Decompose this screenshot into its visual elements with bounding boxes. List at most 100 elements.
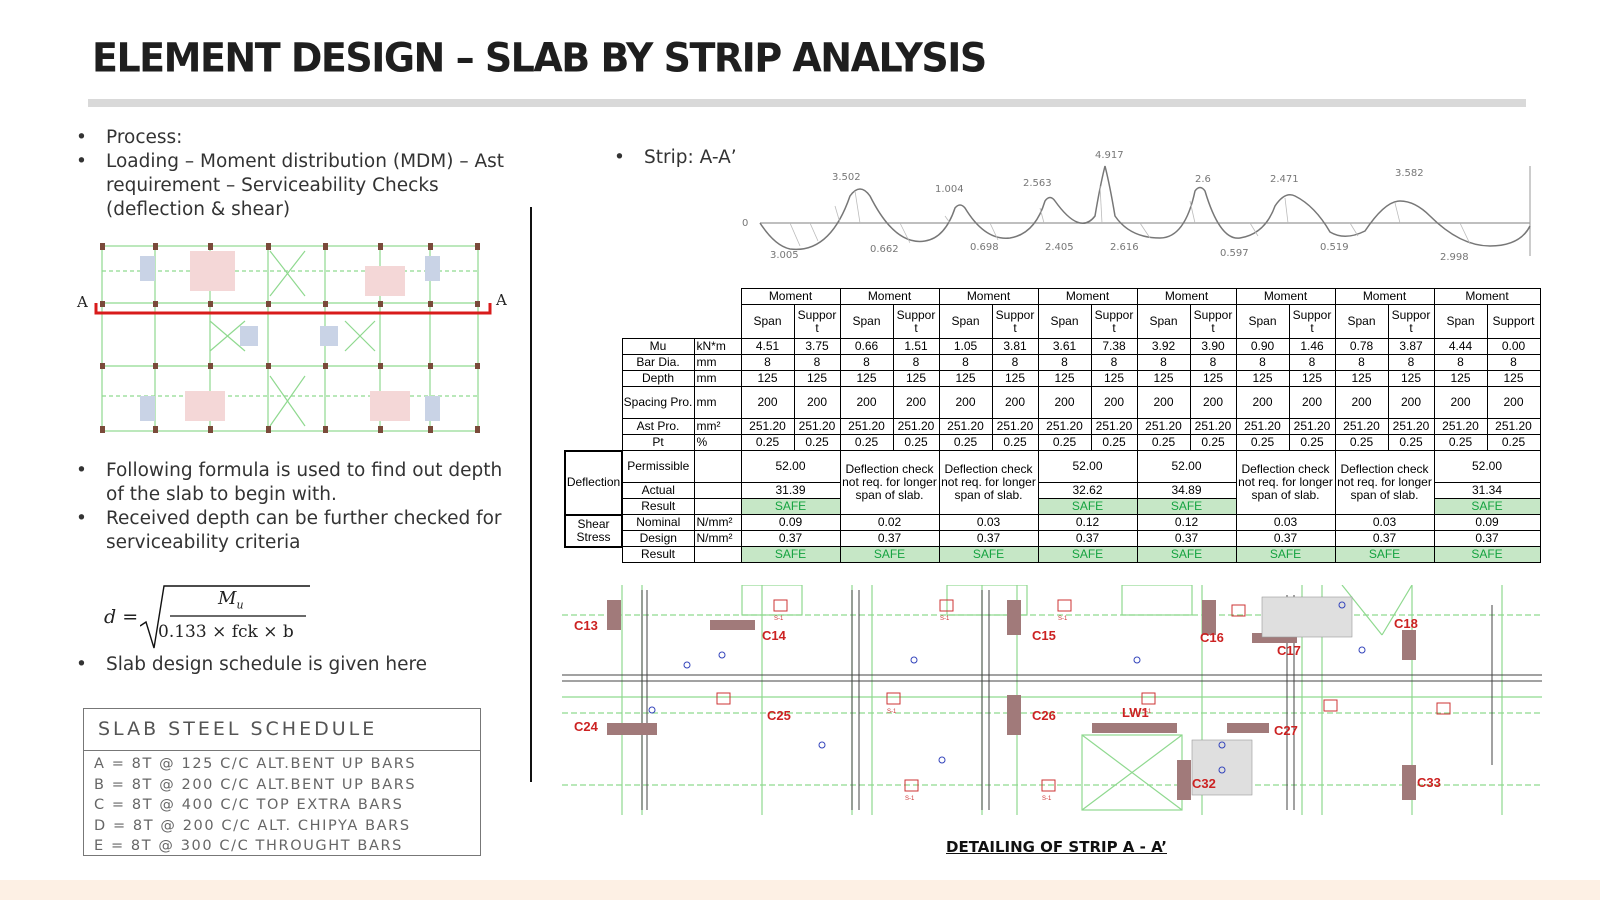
table-cell: 200: [938, 386, 993, 419]
moment-label: 0.662: [870, 244, 899, 255]
moment-group-header: Moment: [938, 288, 1039, 305]
table-cell: 125: [740, 370, 795, 387]
table-cell: 200: [1189, 386, 1237, 419]
formula-numerator: Mu: [218, 588, 244, 612]
table-cell: SAFE: [1433, 498, 1541, 515]
table-cell: 52.00: [1037, 450, 1138, 483]
row-label: Depth: [621, 370, 695, 387]
row-label: Nominal: [621, 514, 695, 531]
table-cell: 251.20: [892, 418, 940, 435]
span-header: Span: [839, 304, 894, 339]
column-label: C26: [1032, 708, 1056, 723]
table-cell: 0.25: [793, 434, 841, 451]
column-label: C32: [1192, 776, 1216, 791]
moment-diagram-image: 3.502 1.004 2.563 4.917 2.6 2.471 3.582 …: [742, 150, 1531, 263]
table-cell: 0.09: [740, 514, 841, 531]
column-label: C15: [1032, 628, 1056, 643]
table-cell: 125: [793, 370, 841, 387]
support-header: Suppor t: [991, 304, 1039, 339]
moment-label: 3.005: [770, 250, 799, 261]
table-cell: 3.75: [793, 338, 841, 355]
table-cell: 0.02: [839, 514, 940, 531]
table-cell: 251.20: [1136, 418, 1191, 435]
table-cell: 0.37: [1037, 530, 1138, 547]
process-bullets: Process: Loading – Moment distribution (…: [76, 126, 506, 222]
column-label: C25: [767, 708, 791, 723]
support-header: Suppor t: [1090, 304, 1138, 339]
table-cell: 251.20: [839, 418, 894, 435]
moment-label: 2.616: [1110, 242, 1139, 253]
support-header: Suppor t: [793, 304, 841, 339]
table-cell: 0.25: [740, 434, 795, 451]
table-cell: 0.78: [1334, 338, 1389, 355]
column-divider: [530, 207, 532, 782]
table-cell: 200: [1037, 386, 1092, 419]
table-cell: 3.90: [1189, 338, 1237, 355]
schedule-row: A = 8T @ 125 C/C ALT.BENT UP BARS: [94, 756, 417, 772]
table-cell: 251.20: [1288, 418, 1336, 435]
row-label: Result: [621, 498, 695, 515]
table-cell: 4.44: [1433, 338, 1488, 355]
shear-group-label: Shear Stress: [564, 513, 623, 548]
moment-label: 1.004: [935, 184, 964, 195]
schedule-bullet: Slab design schedule is given here: [76, 653, 516, 677]
table-cell: 8: [740, 354, 795, 371]
row-label: Result: [621, 546, 695, 563]
table-cell: 251.20: [1090, 418, 1138, 435]
moment-label: 0: [742, 218, 748, 229]
section-label-a-left: A: [77, 293, 88, 311]
table-cell: 0.25: [1486, 434, 1541, 451]
table-cell: 8: [938, 354, 993, 371]
column-label: C13: [574, 618, 598, 633]
table-cell: 200: [793, 386, 841, 419]
moment-label: 0.597: [1220, 248, 1249, 259]
table-cell: 125: [1433, 370, 1488, 387]
table-cell: 251.20: [740, 418, 795, 435]
deflection-not-required: Deflection check not req. for longer spa…: [1334, 450, 1435, 515]
table-cell: SAFE: [1235, 546, 1336, 563]
table-cell: 125: [1037, 370, 1092, 387]
footer-band: [0, 880, 1600, 900]
table-cell: 0.25: [1387, 434, 1435, 451]
moment-label: 2.405: [1045, 242, 1074, 253]
slab-steel-schedule: SLAB STEEL SCHEDULE A = 8T @ 125 C/C ALT…: [83, 708, 481, 856]
table-cell: 0.03: [1235, 514, 1336, 531]
table-cell: 7.38: [1090, 338, 1138, 355]
column-label: C18: [1394, 616, 1418, 631]
table-cell: 0.66: [839, 338, 894, 355]
column-label: C33: [1417, 775, 1441, 790]
page-title: ELEMENT DESIGN – SLAB BY STRIP ANALYSIS: [92, 34, 987, 82]
support-header: Suppor t: [892, 304, 940, 339]
table-cell: 125: [1387, 370, 1435, 387]
table-cell: 8: [839, 354, 894, 371]
slab-mark-label: S-1: [1142, 709, 1152, 715]
table-cell: 200: [839, 386, 894, 419]
table-cell: SAFE: [1433, 546, 1541, 563]
span-header: Span: [1334, 304, 1389, 339]
moment-group-header: Moment: [1433, 288, 1541, 305]
support-header: Suppor t: [1387, 304, 1435, 339]
table-cell: SAFE: [1136, 546, 1237, 563]
moment-label: 3.502: [832, 172, 861, 183]
support-header: Support: [1486, 304, 1541, 339]
table-cell: 200: [991, 386, 1039, 419]
table-cell: 200: [1136, 386, 1191, 419]
table-cell: 0.37: [1235, 530, 1336, 547]
table-cell: 3.87: [1387, 338, 1435, 355]
table-cell: 8: [892, 354, 940, 371]
table-cell: 0.37: [1433, 530, 1541, 547]
span-header: Span: [1433, 304, 1488, 339]
strip-label: Strip: A-A’: [644, 147, 737, 168]
table-cell: 1.05: [938, 338, 993, 355]
row-unit: mm: [693, 386, 742, 419]
column-label: LW1: [1122, 705, 1149, 720]
table-cell: 0.37: [1334, 530, 1435, 547]
table-cell: 251.20: [1387, 418, 1435, 435]
table-cell: 8: [1136, 354, 1191, 371]
slab-mark-label: S-1: [940, 616, 950, 622]
table-cell: 0.00: [1486, 338, 1541, 355]
row-unit: N/mm²: [693, 514, 742, 531]
schedule-row: B = 8T @ 200 C/C ALT.BENT UP BARS: [94, 776, 417, 793]
table-cell: 8: [991, 354, 1039, 371]
table-cell: 0.12: [1136, 514, 1237, 531]
